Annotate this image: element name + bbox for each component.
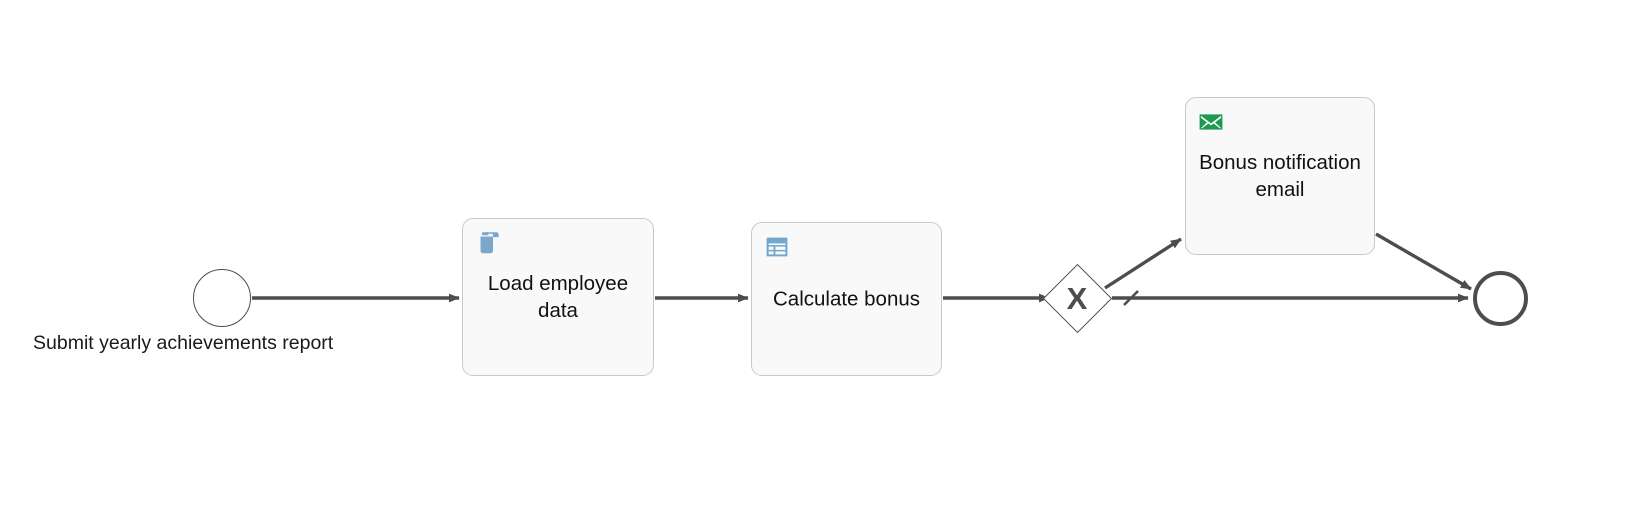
task-load-employee-data[interactable]: Load employee data bbox=[462, 218, 654, 376]
send-task-envelope-icon bbox=[1199, 114, 1223, 130]
task-label: Load employee data bbox=[487, 271, 629, 322]
task-label: Calculate bonus bbox=[772, 287, 920, 311]
business-rule-task-icon bbox=[766, 237, 788, 257]
task-bonus-notification-email[interactable]: Bonus notification email bbox=[1185, 97, 1375, 255]
task-label: Bonus notification email bbox=[1199, 150, 1361, 201]
exclusive-gateway[interactable]: X bbox=[1042, 263, 1112, 333]
start-event-label: Submit yearly achievements report bbox=[33, 332, 334, 354]
end-event[interactable] bbox=[1473, 271, 1528, 326]
task-calculate-bonus[interactable]: Calculate bonus bbox=[751, 222, 942, 376]
script-task-icon bbox=[480, 232, 499, 254]
default-flow-marker-icon bbox=[1123, 290, 1139, 306]
sequence-flow-email-to-end bbox=[1375, 232, 1472, 291]
exclusive-gateway-x-icon: X bbox=[1066, 280, 1088, 316]
sequence-flow-gateway-to-email bbox=[1104, 237, 1182, 290]
start-event[interactable] bbox=[193, 269, 251, 327]
